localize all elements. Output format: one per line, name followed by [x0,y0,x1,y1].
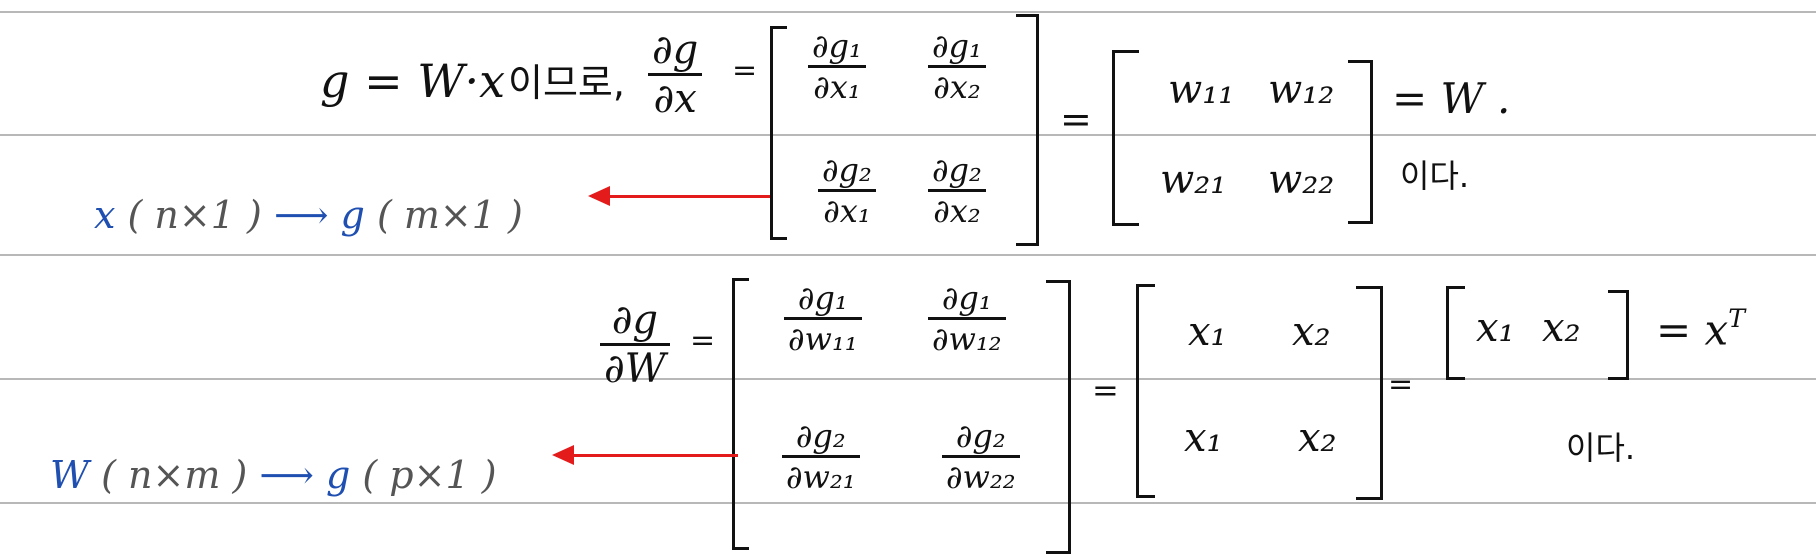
equation-g-equals-wx: g = W·x [320,54,506,108]
matrix-entry: x₁ [1188,309,1227,355]
transpose-superscript: T [1728,304,1746,333]
fraction-dg-dw: ∂g∂W [600,300,670,389]
ruled-line [0,254,1816,256]
red-arrow [588,186,770,206]
equals-sign: = [690,323,716,358]
right-bracket [1608,290,1629,380]
matrix-entry: w₁₂ [1268,67,1335,113]
g-dimension: ( p×1 ) [362,453,497,497]
matrix-entry: ∂g₂∂w₂₁ [782,420,860,493]
korean-is: 이다. [1400,157,1470,195]
matrix-entry: ∂g₁∂x₂ [928,30,986,103]
matrix-entry: ∂g₂∂x₁ [818,154,876,227]
dimension-note-w-to-g: W ( n×m ) ⟶ g ( p×1 ) [50,456,497,494]
ruled-line [0,378,1816,380]
dimension-note-x-to-g: x ( n×1 ) ⟶ g ( m×1 ) [94,196,523,234]
matrix-entry: ∂g₂∂x₂ [928,154,986,227]
g-symbol: g [340,193,365,237]
right-bracket [1046,280,1071,554]
equals-sign: = [732,53,758,88]
matrix-entry: w₂₂ [1268,157,1335,203]
matrix-entry: x₂ [1298,415,1337,461]
right-bracket [1016,14,1039,246]
g-symbol: g [325,453,351,497]
equals-sign: = [1060,97,1092,141]
matrix-entry: w₁₁ [1168,67,1235,113]
left-bracket [1112,50,1139,226]
x-symbol: x [94,193,116,237]
equals-sign: = [1092,371,1119,409]
arrowhead-icon [552,445,574,465]
ruled-line [0,502,1816,504]
right-bracket [1356,286,1383,500]
left-bracket [770,26,787,240]
arrow: ⟶ [273,193,329,237]
matrix-entry: ∂g₁∂x₁ [808,30,866,103]
result-equals-x-transpose: = xT [1656,304,1746,355]
korean-because: 이므로, [508,61,625,105]
korean-is: 이다. [1566,429,1636,467]
left-bracket [1136,284,1155,498]
x-dimension: ( n×1 ) [127,193,262,237]
matrix-entry: w₂₁ [1160,157,1227,203]
matrix-entry: ∂g₂∂w₂₂ [942,420,1020,493]
g-dimension: ( m×1 ) [376,193,523,237]
w-symbol: W [50,453,90,497]
left-bracket [732,278,749,550]
equals-sign: = [1388,367,1414,402]
left-bracket [1446,286,1465,380]
right-bracket [1348,60,1373,224]
arrow: ⟶ [259,453,314,497]
ruled-line [0,134,1816,136]
vector-entry: x₁ [1476,305,1515,351]
ruled-line [0,11,1816,13]
red-arrow [552,445,738,465]
matrix-entry: x₁ [1184,415,1223,461]
matrix-entry: ∂g₁∂w₁₂ [928,282,1006,355]
w-dimension: ( n×m ) [101,453,248,497]
arrowhead-icon [588,186,610,206]
fraction-dg-dx: ∂g∂x [648,30,703,119]
matrix-entry: x₂ [1292,309,1331,355]
result-equals-w: = W . [1392,74,1511,123]
matrix-entry: ∂g₁∂w₁₁ [784,282,862,355]
vector-entry: x₂ [1542,305,1581,351]
